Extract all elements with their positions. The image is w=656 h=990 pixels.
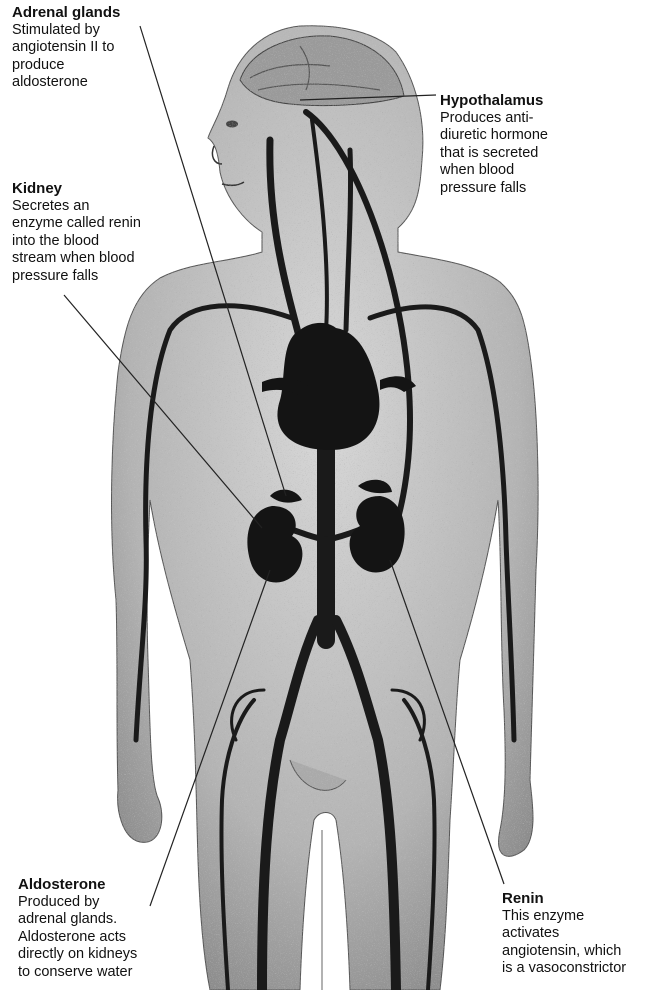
aldosterone-text: Produced by adrenal glands. Aldosterone … bbox=[18, 894, 137, 982]
hypothalamus-text: Produces anti- diuretic hormone that is … bbox=[440, 110, 548, 198]
renin-title: Renin bbox=[502, 890, 626, 908]
hypothalamus-title: Hypothalamus bbox=[440, 92, 548, 110]
label-renin: Renin This enzyme activates angiotensin,… bbox=[502, 890, 626, 978]
aldosterone-title: Aldosterone bbox=[18, 876, 137, 894]
adrenal-glands-title: Adrenal glands bbox=[12, 4, 120, 22]
label-kidney: Kidney Secretes an enzyme called renin i… bbox=[12, 180, 141, 285]
adrenal-glands-text: Stimulated by angiotensin II to produce … bbox=[12, 22, 120, 92]
label-aldosterone: Aldosterone Produced by adrenal glands. … bbox=[18, 876, 137, 981]
label-hypothalamus: Hypothalamus Produces anti- diuretic hor… bbox=[440, 92, 548, 197]
label-adrenal-glands: Adrenal glands Stimulated by angiotensin… bbox=[12, 4, 120, 92]
renin-text: This enzyme activates angiotensin, which… bbox=[502, 908, 626, 978]
kidney-title: Kidney bbox=[12, 180, 141, 198]
kidney-text: Secretes an enzyme called renin into the… bbox=[12, 198, 141, 286]
